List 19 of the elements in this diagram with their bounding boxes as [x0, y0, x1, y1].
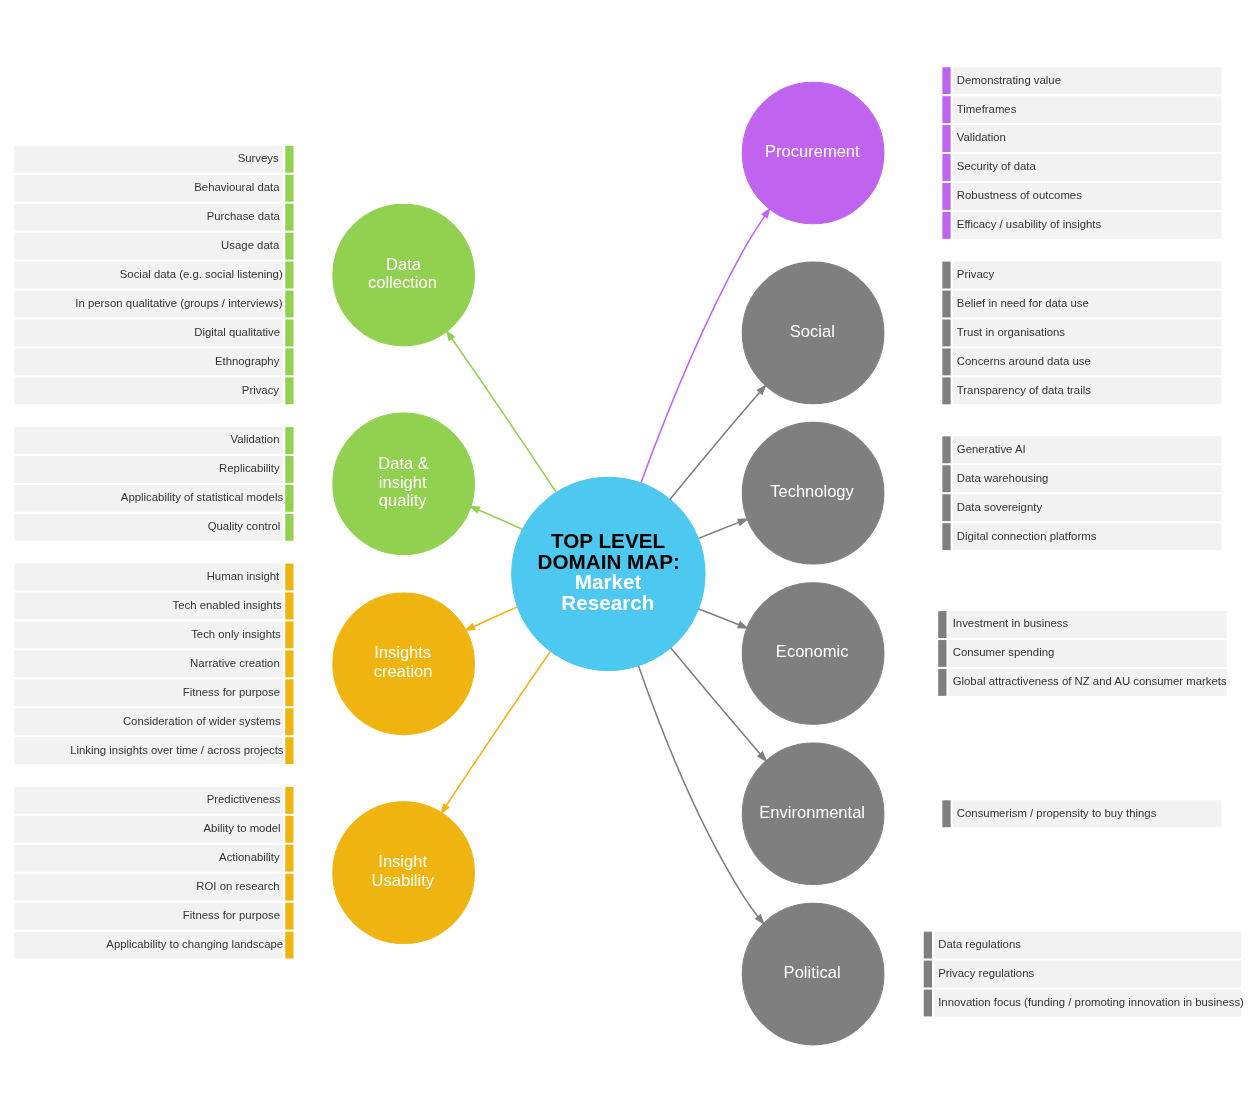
node-circle: Environmental — [741, 742, 885, 886]
arrow — [637, 665, 765, 926]
arrow — [669, 384, 767, 500]
arrow — [468, 505, 524, 531]
node-circle: Social — [741, 261, 885, 405]
node-circle: Political — [741, 902, 885, 1046]
node-circle: Data collection — [332, 203, 475, 347]
node-circle: Technology — [741, 421, 885, 565]
arrow — [697, 518, 750, 540]
arrow — [445, 329, 557, 494]
node-circle: TOP LEVEL DOMAIN MAP: Market Research — [511, 476, 706, 672]
node-circle: Economic — [741, 582, 885, 725]
arrow — [440, 650, 552, 815]
arrow — [697, 608, 750, 629]
node-circle: Procurement — [741, 81, 885, 225]
node-circle: Data & insight quality — [332, 412, 475, 556]
arrow — [640, 207, 771, 484]
arrow — [463, 606, 519, 632]
arrow — [669, 647, 768, 763]
